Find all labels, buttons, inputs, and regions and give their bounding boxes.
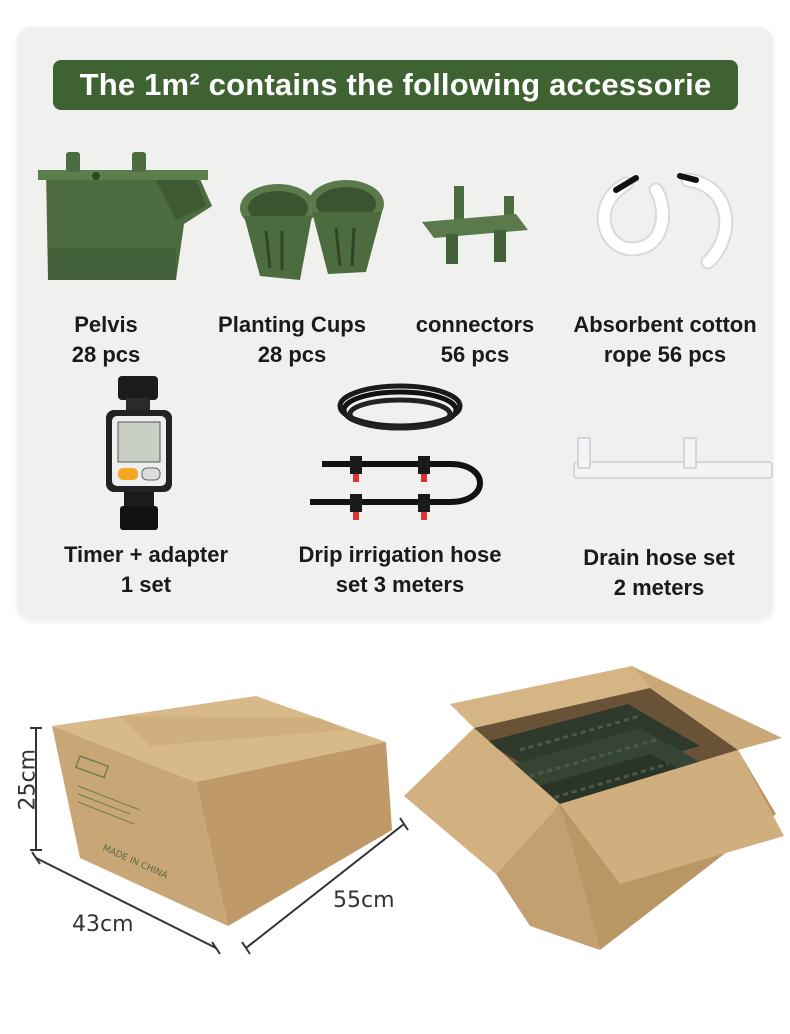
drip-hose-image: [310, 383, 483, 520]
water-timer-image: [106, 376, 172, 530]
closed-carton-image: MADE IN CHINA: [30, 696, 409, 955]
cotton-rope-image: [596, 172, 734, 270]
item-label-planting-cups: Planting Cups 28 pcs: [218, 312, 366, 367]
item-label-pelvis: Pelvis 28 pcs: [71, 312, 141, 367]
box-width-label: 43cm: [72, 912, 134, 937]
planting-cups-image: [240, 180, 384, 280]
accessories-title-banner: The 1m² contains the following accessori…: [53, 60, 738, 110]
banner-title: The 1m² contains the following accessori…: [79, 67, 712, 102]
item-label-timer: Timer + adapter 1 set: [63, 542, 229, 597]
box-height-label: 25cm: [15, 748, 41, 811]
open-carton-image: [404, 666, 784, 950]
item-label-connectors: connectors 56 pcs: [415, 312, 535, 367]
item-label-cotton-rope: Absorbent cotton rope 56 pcs: [573, 312, 757, 367]
drain-hose-image: [573, 437, 773, 479]
item-label-drip-hose: Drip irrigation hose set 3 meters: [298, 542, 502, 597]
pelvis-planter-image: [38, 152, 212, 280]
box-length-label: 55cm: [333, 888, 395, 913]
connector-image: [422, 186, 528, 264]
item-label-drain-hose: Drain hose set 2 meters: [583, 545, 735, 600]
